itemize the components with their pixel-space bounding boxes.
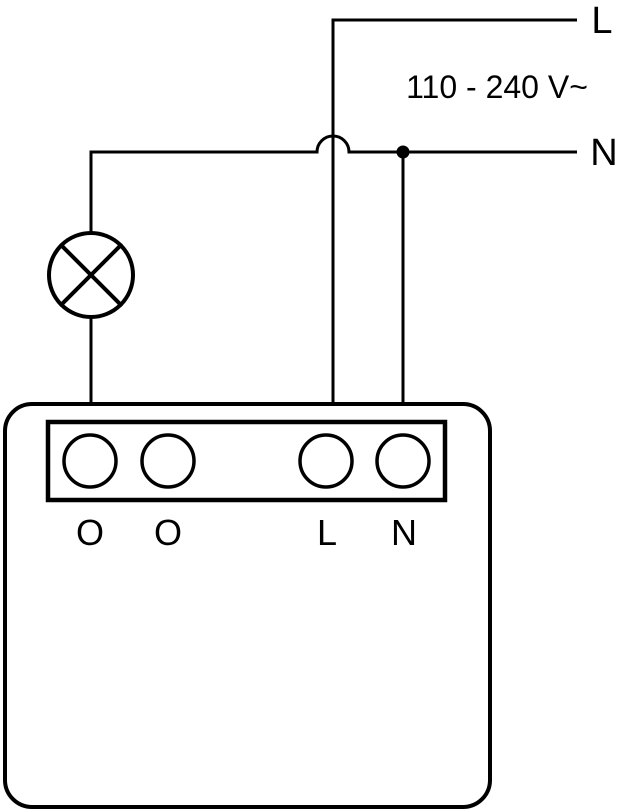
lamp-cross-line-2 [59,243,123,307]
live-label: L [591,0,612,42]
neutral-label: N [590,132,617,174]
terminal-label-n: N [391,512,417,553]
terminal-o2 [140,433,196,489]
live-wire [331,18,577,404]
lamp-icon [47,231,135,319]
terminal-o1 [62,433,118,489]
neutral-wire [89,134,577,233]
junction-dot-icon [396,145,410,159]
voltage-range-label: 110 - 240 V~ [406,69,588,105]
relay-device-body [3,402,492,809]
terminal-l [298,433,354,489]
terminal-label-o2: O [154,512,182,553]
lamp-circle [47,231,135,319]
terminal-n [375,433,431,489]
terminal-label-o1: O [76,512,104,553]
terminal-strip [45,419,448,503]
terminal-label-l: L [317,512,337,553]
